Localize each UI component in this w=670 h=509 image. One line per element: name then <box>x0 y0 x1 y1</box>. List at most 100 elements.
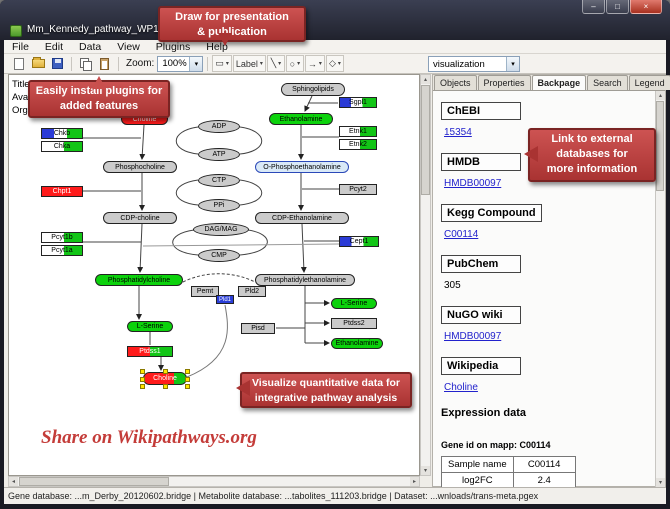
selection-handle[interactable] <box>163 384 168 389</box>
node-ptdss2[interactable]: Ptdss2 <box>331 318 377 329</box>
visualization-combo[interactable]: visualization ▾ <box>428 56 520 72</box>
scroll-down-button[interactable]: ▾ <box>656 478 665 487</box>
kegg-id-link[interactable]: C00114 <box>444 229 479 240</box>
table-cell-key: log2FC <box>441 472 514 487</box>
selection-handle[interactable] <box>140 377 145 382</box>
minimize-button[interactable]: – <box>582 0 605 14</box>
selection-handle[interactable] <box>185 384 190 389</box>
paste-icon <box>99 57 109 70</box>
save-button[interactable] <box>48 55 66 72</box>
node-cdp-ethanolamine[interactable]: CDP-Ethanolamine <box>255 212 349 224</box>
node-ppi[interactable]: PPi <box>198 199 240 212</box>
open-folder-icon <box>31 57 45 68</box>
copy-icon <box>79 58 92 71</box>
selection-handle[interactable] <box>185 369 190 374</box>
maximize-button[interactable]: □ <box>606 0 629 14</box>
chebi-id-link[interactable]: 15354 <box>444 127 472 138</box>
pathway-canvas[interactable]: Title: Availa Organi <box>8 74 420 476</box>
node-ptdss1[interactable]: Ptdss1 <box>127 346 173 357</box>
scroll-down-button[interactable]: ▾ <box>421 466 430 475</box>
node-etnk1[interactable]: Etnk1 <box>339 126 377 137</box>
canvas-vertical-scrollbar[interactable]: ▴ ▾ <box>420 74 431 476</box>
new-file-button[interactable] <box>10 55 28 72</box>
node-chkb[interactable]: Chkb <box>41 128 83 139</box>
node-ethanolamine-bottom[interactable]: Ethanolamine <box>331 338 383 349</box>
selection-handle[interactable] <box>140 369 145 374</box>
menu-plugins[interactable]: Plugins <box>155 40 191 53</box>
zoom-combo[interactable]: 100% ▾ <box>157 55 204 72</box>
selection-handle[interactable] <box>140 384 145 389</box>
line-tool-button[interactable]: ╲▾ <box>266 55 285 72</box>
canvas-horizontal-scrollbar[interactable]: ◂ ▸ <box>8 476 420 487</box>
node-sphingolipids[interactable]: Sphingolipids <box>281 83 345 96</box>
node-etnk2[interactable]: Etnk2 <box>339 139 377 150</box>
node-pcyt1b[interactable]: Pcyt1b <box>41 232 83 243</box>
scroll-left-button[interactable]: ◂ <box>9 477 18 486</box>
dropdown-arrow-icon[interactable]: ▾ <box>189 56 203 71</box>
node-choline-selected[interactable]: Choline <box>140 369 190 389</box>
gene-id-line: Gene id on mapp: C00114 <box>441 440 551 450</box>
tab-search[interactable]: Search <box>587 75 628 90</box>
horizontal-scroll-thumb[interactable] <box>19 477 169 486</box>
interaction-tool-button[interactable]: →▾ <box>304 55 325 72</box>
open-button[interactable] <box>29 55 47 72</box>
tab-legend[interactable]: Legend <box>628 75 670 90</box>
copy-button[interactable] <box>76 55 94 72</box>
close-button[interactable]: × <box>630 0 662 14</box>
nugo-id-link[interactable]: HMDB00097 <box>444 331 502 342</box>
backpage-panel: ChEBI 15354 HMDB HMDB00097 Kegg Compound… <box>433 91 655 487</box>
datanode-tool-button[interactable]: ▭▾ <box>212 55 232 72</box>
panel-scrollbar[interactable]: ▴ ▾ <box>655 91 665 487</box>
table-cell-key: Sample name <box>441 456 514 473</box>
node-pisd[interactable]: Pisd <box>241 323 275 334</box>
wikipedia-link[interactable]: Choline <box>444 382 478 393</box>
node-atp[interactable]: ATP <box>198 148 240 161</box>
node-cdp-choline[interactable]: CDP-choline <box>103 212 177 224</box>
node-phosphatidylethanolamine[interactable]: Phosphatidylethanolamine <box>255 274 355 286</box>
selection-handle[interactable] <box>163 369 168 374</box>
node-chka[interactable]: Chka <box>41 141 83 152</box>
scroll-right-button[interactable]: ▸ <box>410 477 419 486</box>
share-wikipathways-text: Share on Wikipathways.org <box>41 427 257 448</box>
vertical-scroll-thumb[interactable] <box>421 85 430 195</box>
node-adp[interactable]: ADP <box>198 120 240 133</box>
label-tool-button[interactable]: Label▾ <box>232 55 266 72</box>
node-phosphocholine[interactable]: Phosphocholine <box>103 161 177 173</box>
pathway-organism-label: Organi <box>12 105 41 116</box>
node-sgpl1[interactable]: Sgpl1 <box>339 97 377 108</box>
node-pld1[interactable]: Pld1 <box>216 295 234 304</box>
node-pemt[interactable]: Pemt <box>191 286 219 297</box>
node-chpt1[interactable]: Chpt1 <box>41 186 83 197</box>
menu-view[interactable]: View <box>117 40 140 53</box>
scroll-up-button[interactable]: ▴ <box>421 75 430 84</box>
node-cept1[interactable]: Cept1 <box>339 236 379 247</box>
node-pld2[interactable]: Pld2 <box>238 286 266 297</box>
backpage-header-pubchem: PubChem <box>441 255 521 273</box>
node-ctp[interactable]: CTP <box>198 174 240 187</box>
menu-file[interactable]: File <box>12 40 29 53</box>
node-pcyt2[interactable]: Pcyt2 <box>339 184 377 195</box>
template-tool-button[interactable]: ◇▾ <box>325 55 344 72</box>
tab-backpage[interactable]: Backpage <box>531 75 587 90</box>
node-phosphatidylcholine[interactable]: Phosphatidylcholine <box>95 274 183 286</box>
selection-handle[interactable] <box>185 377 190 382</box>
node-cmp[interactable]: CMP <box>198 249 240 262</box>
node-ethanolamine[interactable]: Ethanolamine <box>269 113 333 125</box>
node-o-phosphoethanolamine[interactable]: O-Phosphoethanolamine <box>255 161 349 173</box>
node-l-serine-left[interactable]: L-Serine <box>127 321 173 332</box>
node-pcyt1a[interactable]: Pcyt1a <box>41 245 83 256</box>
backpage-header-nugo: NuGO wiki <box>441 306 521 324</box>
hmdb-id-link[interactable]: HMDB00097 <box>444 178 502 189</box>
tab-objects[interactable]: Objects <box>434 75 477 90</box>
node-l-serine-right[interactable]: L-Serine <box>331 298 377 309</box>
menu-edit[interactable]: Edit <box>44 40 64 53</box>
paste-button[interactable] <box>95 55 113 72</box>
menu-data[interactable]: Data <box>79 40 102 53</box>
scroll-up-button[interactable]: ▴ <box>656 91 665 100</box>
tab-properties[interactable]: Properties <box>477 75 531 90</box>
panel-scroll-thumb[interactable] <box>656 101 664 191</box>
dropdown-arrow-icon[interactable]: ▾ <box>506 57 519 71</box>
node-dag-mag[interactable]: DAG/MAG <box>193 223 249 236</box>
shape-tool-button[interactable]: ○▾ <box>285 55 304 72</box>
